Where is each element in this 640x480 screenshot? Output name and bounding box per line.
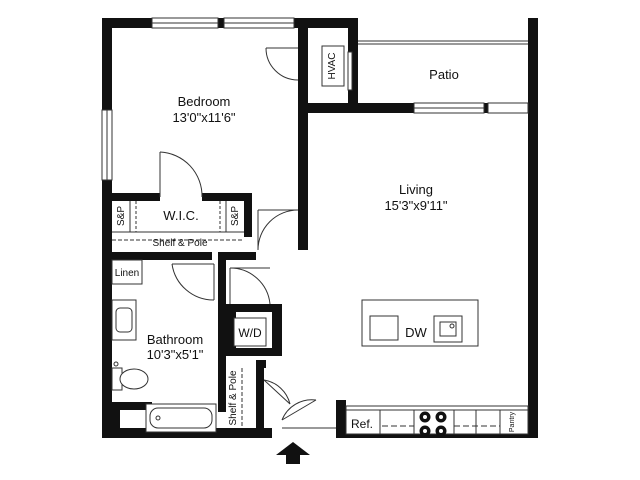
pantry-label: Pantry (509, 411, 516, 432)
sp-right-label: S&P (230, 206, 241, 226)
bedroom-size: 13'0"x11'6" (172, 110, 235, 125)
labels: Bedroom 13'0"x11'6" Living 15'3"x9'11" B… (115, 45, 516, 432)
sp-left-label: S&P (116, 206, 127, 226)
doors (111, 47, 353, 429)
wd-label: W/D (238, 326, 262, 340)
ref-label: Ref. (351, 417, 373, 431)
windows (101, 17, 295, 181)
living-name: Living (399, 182, 433, 197)
bathroom-fixtures (111, 299, 217, 433)
shelf-pole-top-label: Shelf & Pole (152, 238, 207, 249)
shelf-pole-side-label: Shelf & Pole (228, 370, 239, 425)
closet-details (112, 201, 244, 428)
hvac-label: HVAC (327, 52, 338, 79)
bathroom-size: 10'3"x5'1" (147, 347, 204, 362)
patio-outline (358, 40, 529, 114)
linen-label: Linen (115, 268, 139, 279)
patio-name: Patio (429, 67, 459, 82)
dw-label: DW (405, 325, 427, 340)
bedroom-name: Bedroom (178, 94, 231, 109)
bathroom-name: Bathroom (147, 332, 203, 347)
walls (102, 18, 538, 438)
entry-arrow-icon (276, 442, 310, 464)
wic-label: W.I.C. (163, 208, 198, 223)
living-size: 15'3"x9'11" (384, 198, 447, 213)
